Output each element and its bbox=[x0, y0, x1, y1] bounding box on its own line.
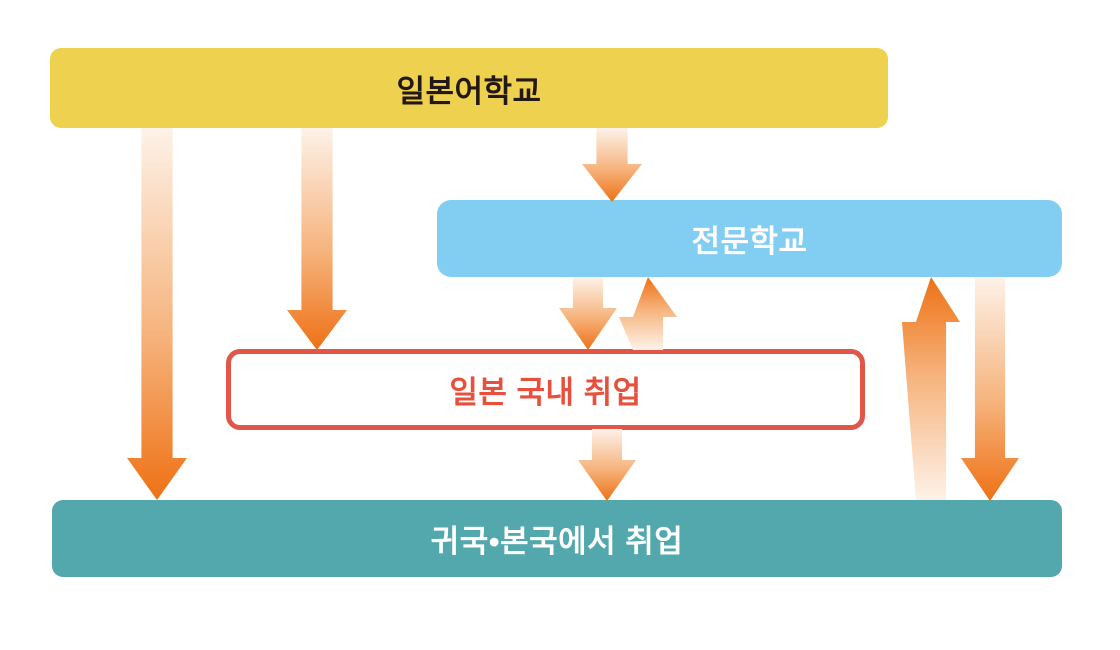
arrow-japanese-school-to-vocational-school bbox=[582, 128, 642, 202]
arrow-home-employment-to-vocational-school bbox=[902, 277, 960, 500]
node-vocational-school: 전문학교 bbox=[437, 200, 1062, 277]
arrow-japanese-school-to-japan-employment bbox=[287, 128, 347, 350]
node-japanese-language-school: 일본어학교 bbox=[50, 48, 888, 128]
arrow-japan-employment-to-vocational-school bbox=[619, 277, 677, 350]
node-employment-in-japan: 일본 국내 취업 bbox=[226, 349, 865, 430]
arrow-japan-employment-to-home-employment bbox=[578, 429, 636, 501]
node-employment-back-home: 귀국•본국에서 취업 bbox=[52, 500, 1062, 577]
node-employment-in-japan-label: 일본 국내 취업 bbox=[449, 375, 642, 410]
node-japanese-language-school-label: 일본어학교 bbox=[396, 73, 542, 109]
arrow-japanese-school-to-home-employment bbox=[127, 128, 187, 500]
arrow-vocational-school-to-japan-employment bbox=[559, 277, 617, 350]
arrow-vocational-school-to-home-employment bbox=[961, 277, 1019, 501]
node-employment-back-home-label: 귀국•본국에서 취업 bbox=[430, 524, 684, 559]
node-vocational-school-label: 전문학교 bbox=[691, 224, 808, 259]
